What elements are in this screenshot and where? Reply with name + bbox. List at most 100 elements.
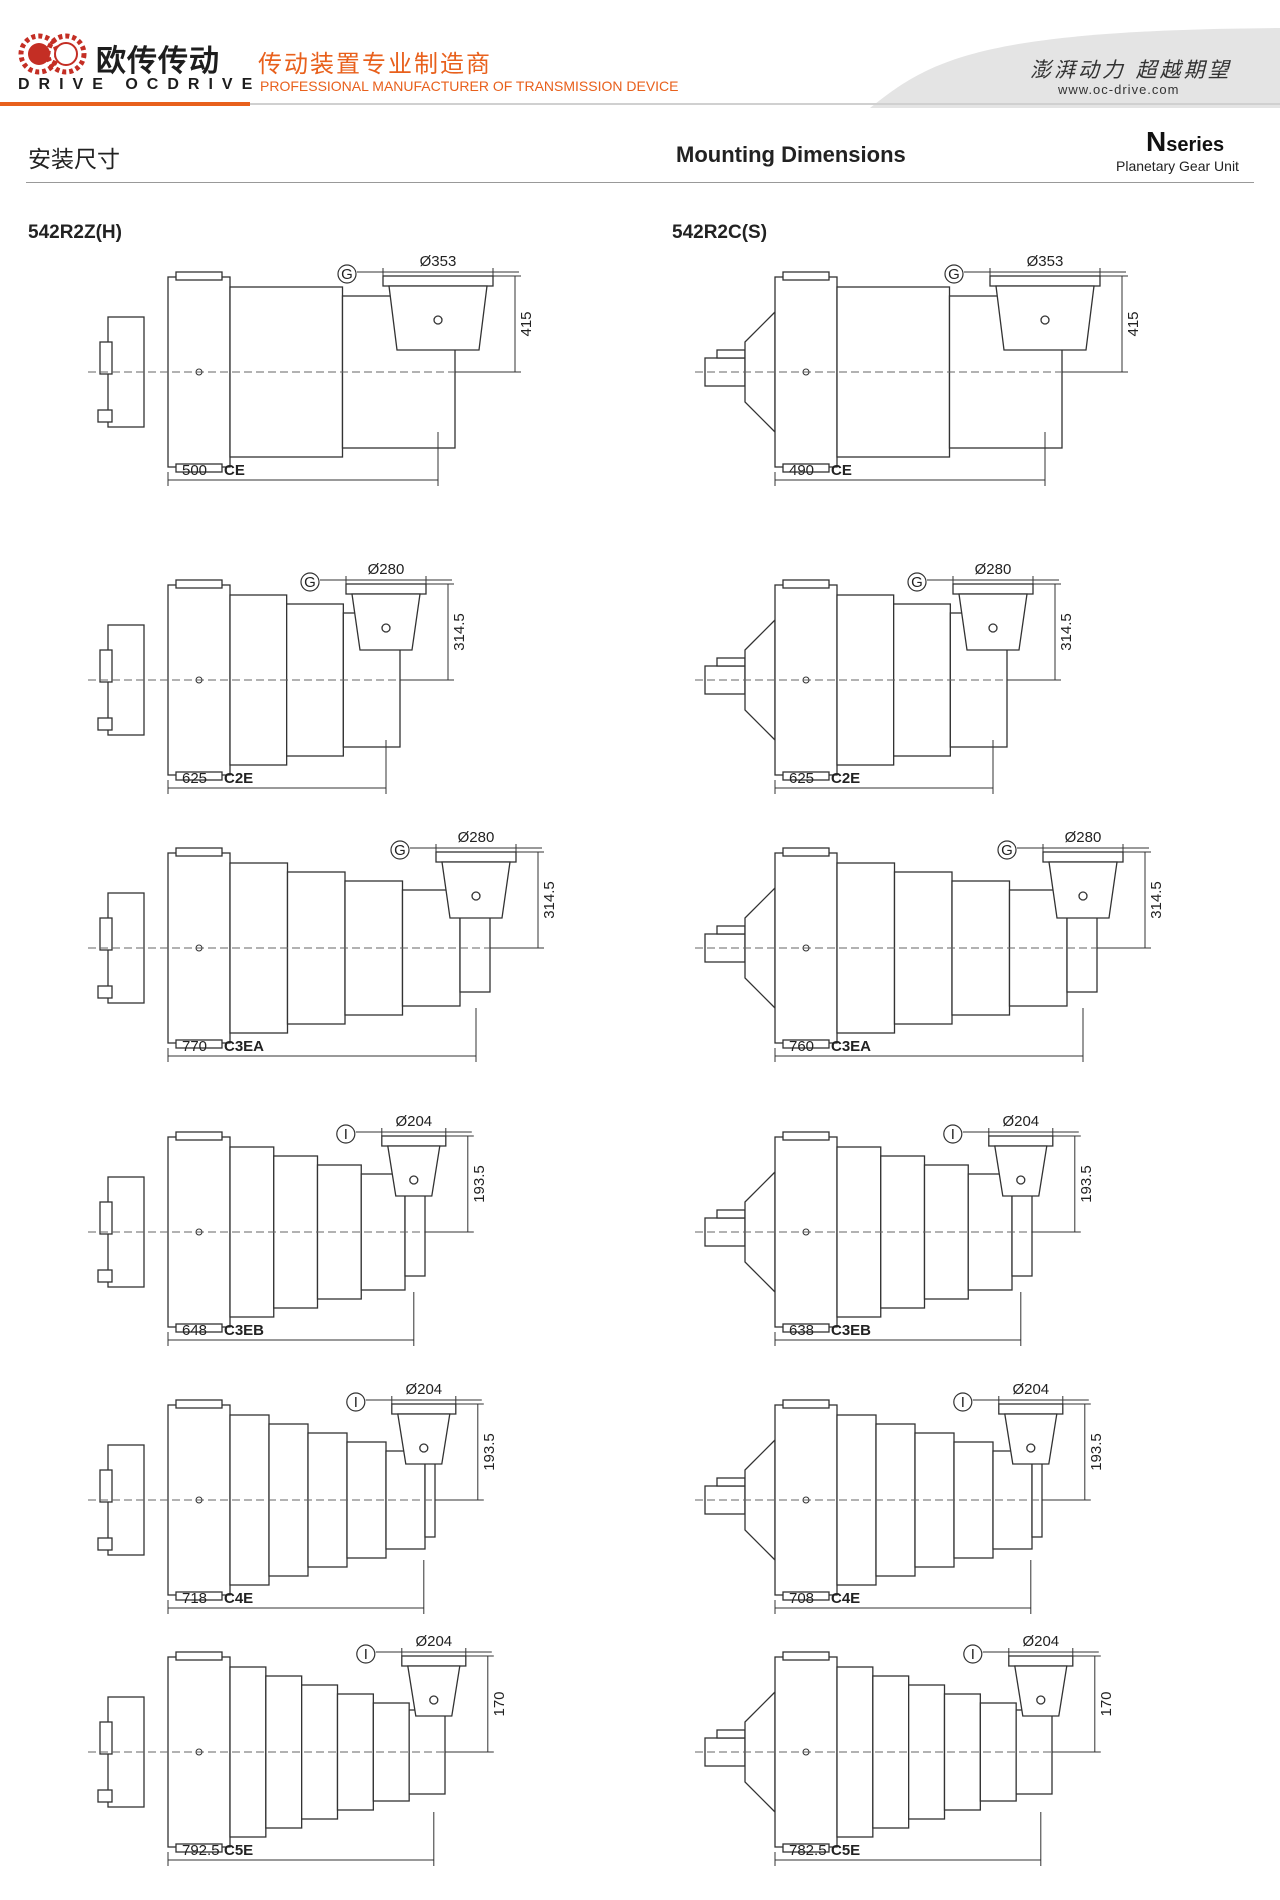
port-symbol-icon [953,1392,973,1412]
shaft-key [716,1477,746,1487]
output-hub [99,1201,113,1235]
center-mark-icon [802,1496,810,1504]
height-dimension-label: 314.5 [451,613,468,651]
height-dimension-label: 314.5 [541,881,558,919]
height-dimension-label: 314.5 [1148,881,1165,919]
brand-logo [14,30,90,85]
page-title-en: Mounting Dimensions [676,142,906,167]
length-dimension-label: 782.5 [789,1842,827,1859]
housing-rim-top [175,271,223,281]
slogan-cn: 传动装置专业制造商 [258,50,492,78]
height-dimension-label: 193.5 [471,1165,488,1203]
length-dimension-label: 770 [182,1038,207,1055]
housing-rim-top [782,579,830,589]
length-dimension-label: 625 [789,770,814,787]
port-symbol-icon [944,264,964,284]
torque-arm-lug [97,1269,113,1283]
input-bell-housing [441,861,511,919]
vent-plug-icon [1078,891,1088,901]
input-flange-plate [382,275,494,287]
shaft-key [716,657,746,667]
flange-diameter-label: Ø280 [368,561,405,578]
output-hub [99,341,113,375]
shaft-key [716,349,746,359]
gear-unit-drawing: G Ø280 314.5 760 C3EA [695,828,1165,1088]
port-symbol-label: I [971,1646,975,1663]
website-url[interactable]: www.oc-drive.com [1058,82,1180,97]
length-dimension-label: 625 [182,770,207,787]
center-mark-icon [195,944,203,952]
port-symbol-icon [300,572,320,592]
housing-rim-bottom [782,1843,830,1853]
brand-name-cn: 欧传传动 [96,44,220,79]
port-symbol-label: G [1001,842,1013,859]
series-label: Nseries [1146,126,1224,158]
housing-rim-bottom [782,463,830,473]
motor-code-label: C2E [224,770,253,787]
center-mark-icon [195,1496,203,1504]
flange-diameter-label: Ø280 [1065,829,1102,846]
port-symbol-label: I [951,1126,955,1143]
motto: 澎湃动力 超越期望 [1030,58,1232,82]
vent-plug-icon [1016,1175,1026,1185]
motor-code-label: C3EA [831,1038,871,1055]
height-dimension-label: 193.5 [1088,1433,1105,1471]
center-mark-icon [195,368,203,376]
series-subtitle: Planetary Gear Unit [1116,158,1239,174]
height-dimension-label: 415 [1125,311,1142,336]
page-header: 欧传传动 DRIVE OCDRIVE 传动装置专业制造商 PROFESSIONA… [0,0,1280,108]
shaft-key [716,1729,746,1739]
center-mark-icon [802,944,810,952]
vent-plug-icon [433,315,443,325]
input-bell-housing [1048,861,1118,919]
port-symbol-label: G [911,574,923,591]
housing-rim-top [175,1399,223,1409]
title-divider [26,182,1254,183]
housing-rim-top [175,1651,223,1661]
motor-code-label: C3EA [224,1038,264,1055]
flange-diameter-label: Ø204 [1012,1381,1049,1398]
motor-code-label: CE [224,462,245,479]
center-mark-icon [195,676,203,684]
port-symbol-icon [337,264,357,284]
input-flange-plate [989,275,1101,287]
input-flange-plate [1042,851,1124,863]
shaft-key [716,1209,746,1219]
port-symbol-icon [997,840,1017,860]
flange-diameter-label: Ø204 [395,1113,432,1130]
input-flange-plate [401,1655,467,1667]
height-dimension-label: 170 [1098,1691,1115,1716]
vent-plug-icon [1026,1443,1036,1453]
flange-diameter-label: Ø204 [1002,1113,1039,1130]
housing-rim-bottom [175,1039,223,1049]
motor-code-label: C3EB [224,1322,264,1339]
port-symbol-icon [346,1392,366,1412]
housing-rim-top [782,1131,830,1141]
model-title-left: 542R2Z(H) [28,222,122,243]
port-symbol-icon [943,1124,963,1144]
center-mark-icon [802,1228,810,1236]
length-dimension-label: 760 [789,1038,814,1055]
length-dimension-label: 648 [182,1322,207,1339]
housing-rim-top [782,847,830,857]
torque-arm-lug [97,1789,113,1803]
model-title-right: 542R2C(S) [672,222,768,243]
housing-rim-bottom [782,1039,830,1049]
input-flange-plate [988,1135,1054,1147]
port-symbol-label: G [394,842,406,859]
length-dimension-label: 792.5 [182,1842,220,1859]
